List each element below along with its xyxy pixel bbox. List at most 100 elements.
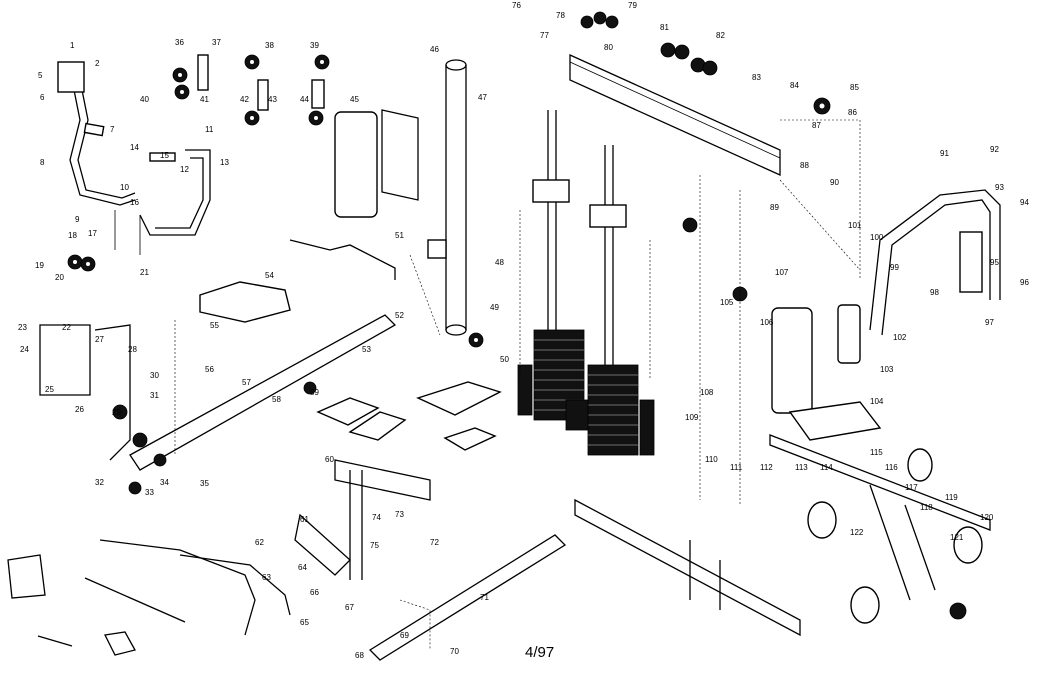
callout-108: 108 xyxy=(700,388,714,397)
callout-9: 9 xyxy=(75,215,80,224)
callout-51: 51 xyxy=(395,231,404,240)
callout-19: 19 xyxy=(35,261,44,270)
callout-33: 33 xyxy=(145,488,154,497)
callout-112: 112 xyxy=(760,463,773,472)
callout-38: 38 xyxy=(265,41,274,50)
callout-90: 90 xyxy=(830,178,839,187)
callout-25: 25 xyxy=(45,385,54,394)
callout-65: 65 xyxy=(300,618,309,627)
callout-92: 92 xyxy=(990,145,999,154)
callout-54: 54 xyxy=(265,271,274,280)
callout-labels: 1256789101112131415161718192021222324252… xyxy=(18,1,1029,660)
callout-21: 21 xyxy=(140,268,149,277)
callout-84: 84 xyxy=(790,81,799,90)
callout-63: 63 xyxy=(262,573,271,582)
callout-82: 82 xyxy=(716,31,725,40)
callout-30: 30 xyxy=(150,371,159,380)
callout-35: 35 xyxy=(200,479,209,488)
callout-32: 32 xyxy=(95,478,104,487)
callout-29: 29 xyxy=(112,408,121,417)
callout-116: 116 xyxy=(885,463,898,472)
callout-55: 55 xyxy=(210,321,219,330)
callout-44: 44 xyxy=(300,95,309,104)
callout-104: 104 xyxy=(870,397,884,406)
callout-17: 17 xyxy=(88,229,97,238)
callout-37: 37 xyxy=(212,38,221,47)
callout-118: 118 xyxy=(920,503,933,512)
callout-31: 31 xyxy=(150,391,159,400)
callout-99: 99 xyxy=(890,263,899,272)
callout-41: 41 xyxy=(200,95,209,104)
callout-46: 46 xyxy=(430,45,439,54)
center-seat-group xyxy=(294,381,502,580)
callout-11: 11 xyxy=(205,125,214,134)
callout-53: 53 xyxy=(362,345,371,354)
callout-39: 39 xyxy=(310,41,319,50)
callout-93: 93 xyxy=(995,183,1004,192)
callout-77: 77 xyxy=(540,31,549,40)
callout-18: 18 xyxy=(68,231,77,240)
callout-47: 47 xyxy=(478,93,487,102)
callout-96: 96 xyxy=(1020,278,1029,287)
callout-71: 71 xyxy=(480,593,489,602)
callout-79: 79 xyxy=(628,1,637,10)
callout-100: 100 xyxy=(870,233,884,242)
callout-7: 7 xyxy=(110,125,115,134)
callout-95: 95 xyxy=(990,258,999,267)
callout-72: 72 xyxy=(430,538,439,547)
seat-assembly-left xyxy=(39,239,397,495)
callout-59: 59 xyxy=(310,388,319,397)
callout-121: 121 xyxy=(950,533,964,542)
callout-64: 64 xyxy=(298,563,307,572)
callout-74: 74 xyxy=(372,513,381,522)
callout-109: 109 xyxy=(685,413,699,422)
callout-60: 60 xyxy=(325,455,334,464)
callout-78: 78 xyxy=(556,11,565,20)
callout-103: 103 xyxy=(880,365,894,374)
callout-34: 34 xyxy=(160,478,169,487)
callout-16: 16 xyxy=(130,198,139,207)
callout-23: 23 xyxy=(18,323,27,332)
callout-28: 28 xyxy=(128,345,137,354)
callout-88: 88 xyxy=(800,161,809,170)
callout-15: 15 xyxy=(160,151,169,160)
callout-76: 76 xyxy=(512,1,521,10)
callout-91: 91 xyxy=(940,149,949,158)
callout-20: 20 xyxy=(55,273,64,282)
callout-122: 122 xyxy=(850,528,864,537)
callout-40: 40 xyxy=(140,95,149,104)
callout-67: 67 xyxy=(345,603,354,612)
top-crossbeam xyxy=(569,11,831,177)
callout-117: 117 xyxy=(905,483,918,492)
callout-61: 61 xyxy=(300,515,309,524)
callout-12: 12 xyxy=(180,165,189,174)
callout-101: 101 xyxy=(848,221,862,230)
callout-13: 13 xyxy=(220,158,229,167)
callout-73: 73 xyxy=(395,510,404,519)
callout-119: 119 xyxy=(945,493,958,502)
callout-83: 83 xyxy=(752,73,761,82)
callout-80: 80 xyxy=(604,43,613,52)
callout-36: 36 xyxy=(175,38,184,47)
callout-27: 27 xyxy=(95,335,104,344)
callout-87: 87 xyxy=(812,121,821,130)
callout-26: 26 xyxy=(75,405,84,414)
callout-98: 98 xyxy=(930,288,939,297)
callout-115: 115 xyxy=(870,448,883,457)
callout-85: 85 xyxy=(850,83,859,92)
callout-43: 43 xyxy=(268,95,277,104)
callout-10: 10 xyxy=(120,183,129,192)
callout-62: 62 xyxy=(255,538,264,547)
callout-107: 107 xyxy=(775,268,789,277)
callout-86: 86 xyxy=(848,108,857,117)
right-station xyxy=(682,189,1001,624)
callout-49: 49 xyxy=(490,303,499,312)
base-frame xyxy=(7,498,801,661)
callout-52: 52 xyxy=(395,311,404,320)
callout-6: 6 xyxy=(40,93,45,102)
callout-8: 8 xyxy=(40,158,45,167)
weight-stack xyxy=(517,110,655,456)
callout-24: 24 xyxy=(20,345,29,354)
pulley-group-top-left xyxy=(172,54,330,126)
back-pad-and-column xyxy=(334,59,484,348)
